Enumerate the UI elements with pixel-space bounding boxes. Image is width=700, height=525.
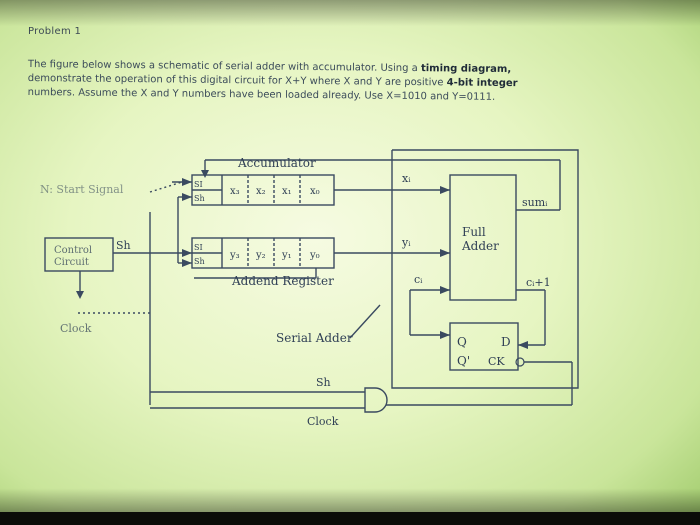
ff-qbar-label: Q' bbox=[457, 354, 470, 368]
control-sh-label: Sh bbox=[116, 239, 131, 252]
acc-bit-x2: x₂ bbox=[256, 186, 266, 197]
sum-label: sumᵢ bbox=[522, 196, 548, 209]
full-adder-line1: Full bbox=[462, 225, 486, 239]
addend-register-label: Addend Register bbox=[231, 274, 334, 288]
control-label-line1: Control bbox=[54, 245, 92, 256]
accumulator-label: Accumulator bbox=[237, 156, 316, 170]
ff-ck-label: CK bbox=[488, 355, 505, 368]
ci-plus-1-label: cᵢ+1 bbox=[526, 276, 551, 289]
control-label-line2: Circuit bbox=[54, 257, 89, 268]
acc-bit-x1: x₁ bbox=[282, 186, 292, 197]
addend-bit-y1: y₁ bbox=[281, 250, 292, 261]
addend-si-port: SI bbox=[194, 243, 203, 252]
clock-left-label: Clock bbox=[60, 322, 92, 335]
ff-q-label: Q bbox=[457, 335, 467, 349]
bottom-dark-edge bbox=[0, 512, 700, 525]
addend-sh-port: Sh bbox=[194, 257, 205, 266]
full-adder-line2: Adder bbox=[461, 239, 499, 253]
serial-adder-label: Serial Adder bbox=[276, 331, 353, 345]
gate-sh-label: Sh bbox=[316, 376, 331, 389]
yi-label: yᵢ bbox=[401, 236, 411, 249]
acc-si-port: SI bbox=[194, 180, 203, 189]
acc-bit-x0: x₀ bbox=[310, 186, 320, 197]
acc-sh-port: Sh bbox=[194, 194, 205, 203]
addend-bit-y3: y₃ bbox=[229, 250, 240, 261]
ci-label: cᵢ bbox=[414, 273, 423, 286]
xi-label: xᵢ bbox=[402, 172, 411, 185]
ff-d-label: D bbox=[501, 335, 511, 349]
clock-inverter-bubble bbox=[515, 357, 525, 367]
gate-clock-label: Clock bbox=[307, 415, 339, 428]
addend-bit-y0: y₀ bbox=[309, 250, 320, 261]
start-signal-label: N: Start Signal bbox=[40, 183, 124, 196]
addend-bit-y2: y₂ bbox=[255, 250, 266, 261]
and-gate bbox=[364, 387, 388, 413]
acc-bit-x3: x₃ bbox=[230, 186, 240, 197]
